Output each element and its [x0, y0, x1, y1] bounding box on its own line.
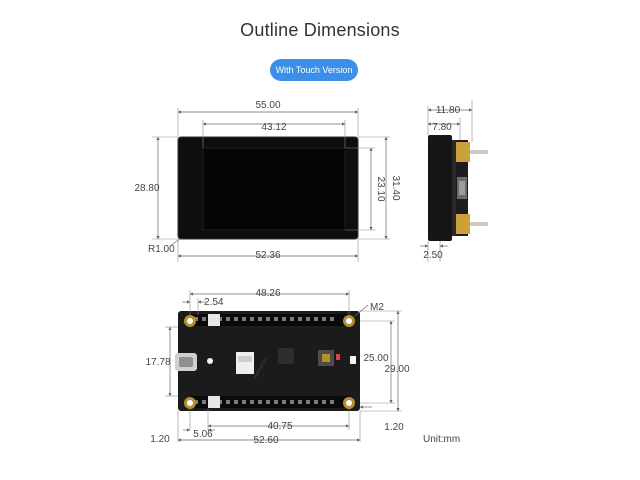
label-pin-pitch: 2.54 [204, 297, 224, 308]
label-width-outer: 55.00 [255, 100, 280, 111]
label-height-screen: 23.10 [375, 176, 386, 201]
side-header-top [456, 142, 470, 162]
side-header-bottom [456, 214, 470, 234]
display-screen [203, 148, 345, 230]
unit-label: Unit:mm [423, 434, 460, 445]
label-board-height-left: 17.78 [145, 357, 170, 368]
label-hole-size: M2 [370, 302, 384, 313]
mcu-chip [278, 348, 294, 364]
label-board-height-inner: 25.00 [363, 353, 388, 364]
label-board-width-inner: 40.75 [267, 421, 292, 432]
label-height-outer: 28.80 [134, 183, 159, 194]
connector-white [236, 352, 254, 374]
version-toggle-button[interactable]: With Touch Version [270, 59, 358, 81]
m2-leader [354, 304, 369, 317]
label-board-width-top: 48.26 [255, 288, 280, 299]
label-height-total: 31.40 [390, 175, 401, 200]
label-corner-radius: R1.00 [148, 244, 175, 255]
side-view: 11.80 7.80 2.50 [420, 100, 488, 262]
pcb-board [178, 311, 360, 411]
front-view: 55.00 43.12 28.80 23.10 31.40 52.36 R1.0… [134, 100, 401, 262]
board-view: waveshare 48.26 2.54 M2 17.78 25 [145, 288, 460, 446]
label-gap-left: 1.20 [150, 434, 170, 445]
label-depth-module: 7.80 [432, 122, 452, 133]
label-width-screen: 43.12 [261, 122, 286, 133]
label-board-height-outer: 29.00 [384, 364, 409, 375]
label-board-width-bottom: 52.60 [253, 435, 278, 446]
label-offset-left: 5.06 [193, 429, 213, 440]
label-gap-right: 1.20 [384, 422, 404, 433]
side-module-body [428, 135, 452, 241]
label-pcb-offset: 2.50 [423, 250, 443, 261]
label-depth-total: 11.80 [436, 105, 461, 116]
label-bottom-width: 52.36 [255, 250, 280, 261]
radius-leader [169, 238, 181, 247]
page-title: Outline Dimensions [240, 20, 400, 40]
